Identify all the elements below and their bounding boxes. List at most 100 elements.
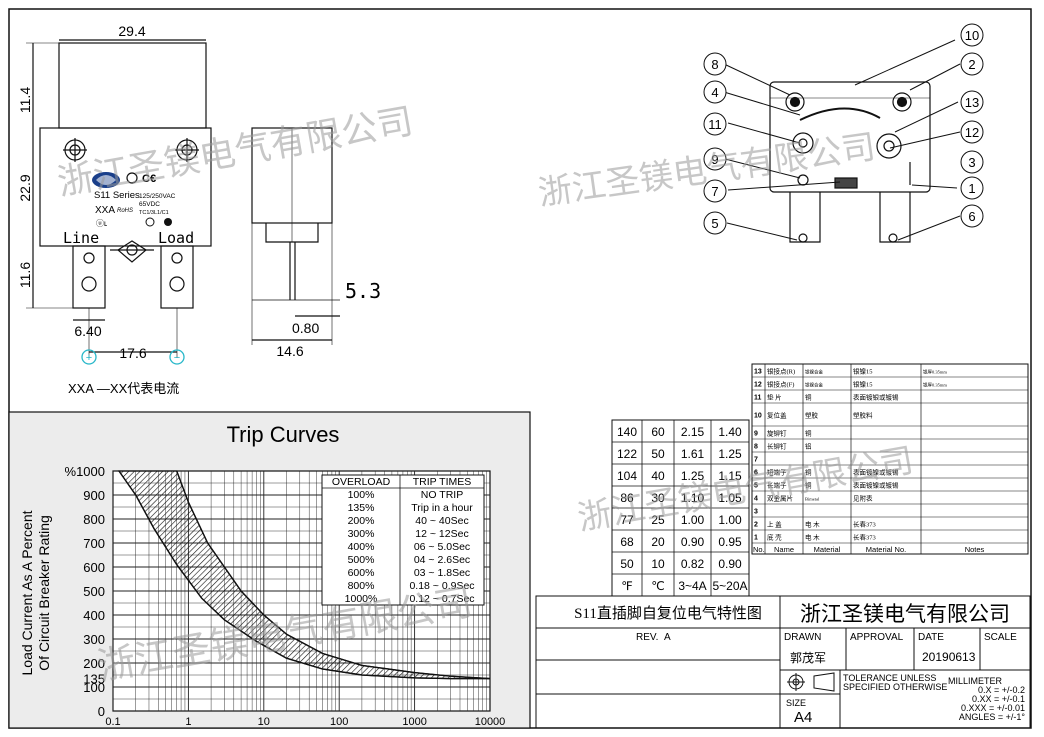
svg-text:7: 7	[711, 184, 718, 199]
x-tick-label: 1	[185, 716, 191, 728]
temp-table-cell: 60	[651, 425, 665, 439]
bom-cell: 旋铆钉	[767, 429, 787, 438]
temp-table-cell: 122	[617, 447, 637, 461]
table-cell: 500%	[348, 554, 375, 566]
callout-bubbles: 10 8 2 4 13 11 12 9 3 7 1 5 6	[703, 23, 984, 235]
bom-cell: 银镍合金	[805, 369, 823, 376]
side-view	[251, 127, 340, 345]
dim-top: 29.4	[118, 23, 145, 39]
ul-mark-icon: ⓤʟ	[96, 219, 107, 228]
vde-mark-icon	[164, 218, 172, 226]
temp-table-cell: 10	[651, 557, 665, 571]
x-tick-label: 10000	[475, 716, 506, 728]
svg-text:13: 13	[965, 95, 979, 110]
temp-table-cell: 140	[617, 425, 637, 439]
bom-header: Material	[814, 545, 841, 554]
temp-table-cell: 0.90	[718, 557, 742, 571]
series-label: S11 Series	[94, 190, 140, 201]
ccc-mark-icon	[126, 172, 138, 184]
rating-1: 125/250VAC	[139, 193, 176, 200]
svg-text:9: 9	[711, 152, 718, 167]
bom-header: Material No.	[866, 545, 906, 554]
rating-2: 65VDC	[139, 201, 160, 208]
y-tick-label: %1000	[65, 464, 105, 479]
y-tick-label: 200	[83, 656, 105, 671]
bom-cell: 10	[754, 413, 762, 420]
svg-text:浙江圣镁电气有限公司: 浙江圣镁电气有限公司	[536, 127, 878, 214]
table-frame	[321, 474, 485, 606]
title-block	[535, 595, 1031, 729]
bom-cell: 表面镀银或镀锡	[853, 393, 899, 402]
bom-cell: 铝	[805, 442, 812, 451]
temp-table-cell: 0.95	[718, 535, 742, 549]
temp-table-cell: 5~20A	[712, 579, 747, 593]
dim-left-3: 11.6	[17, 262, 33, 288]
date-label: DATE	[918, 632, 944, 643]
table-cell: 100%	[348, 489, 375, 501]
bom-cell: 铜	[805, 481, 812, 490]
table-cell: 0.18 ~ 0.9Sec	[409, 580, 474, 592]
temp-table-cell: 1.61	[681, 447, 705, 461]
tolerance-2: SPECIFIED OTHERWISE	[843, 682, 947, 692]
svg-text:11: 11	[708, 117, 722, 132]
table-cell: 200%	[348, 515, 375, 527]
table-header: TRIP TIMES	[413, 476, 472, 488]
svg-text:浙江圣镁电气有限公司: 浙江圣镁电气有限公司	[54, 101, 416, 204]
svg-text:6: 6	[968, 209, 975, 224]
svg-text:3: 3	[968, 155, 975, 170]
svg-text:10: 10	[965, 28, 979, 43]
y-tick-label: 900	[83, 488, 105, 503]
chart-title: Trip Curves	[227, 422, 340, 447]
bom-cell: 1	[754, 535, 758, 542]
trip-curve-line-0	[118, 470, 490, 680]
table-cell: 04 ~ 2.6Sec	[414, 554, 470, 566]
label-line: Line	[63, 229, 99, 247]
drawing-title: S11直插脚自复位电气特性图	[574, 604, 762, 622]
bom-cell: 银镍15	[853, 367, 873, 376]
rohs-badge: RoHS	[117, 208, 133, 214]
bom-cell: 底 壳	[767, 533, 782, 542]
bom-cell: 表面镀镍或镀锡	[853, 481, 899, 490]
temp-table-cell: 40	[651, 469, 665, 483]
dim-left-1: 11.4	[17, 87, 33, 113]
dim-14-6: 14.6	[276, 343, 303, 359]
chart-ylabel-1: Load Current As A Percent	[19, 510, 35, 675]
size-label: SIZE	[786, 698, 806, 708]
bom-cell: 长春373	[853, 520, 876, 529]
bom-cell: 银镍合金	[805, 382, 823, 389]
dim-left-2: 22.9	[17, 174, 33, 201]
temp-table-cell: 104	[617, 469, 637, 483]
bom-cell: 2	[754, 522, 758, 529]
exploded-view	[769, 81, 931, 243]
table-cell: 600%	[348, 567, 375, 579]
dim-pin-width: 6.40	[74, 323, 101, 339]
table-cell: 12 ~ 12Sec	[415, 528, 468, 540]
table-cell: 0.12 ~ 0.7Sec	[409, 593, 474, 605]
svg-text:2: 2	[968, 57, 975, 72]
label-load: Load	[158, 229, 194, 247]
temp-table-cell: 0.90	[681, 535, 705, 549]
bom-cell: 见附表	[853, 494, 873, 503]
minus-terminal-icon	[169, 349, 185, 365]
y-tick-label: 100	[83, 680, 105, 695]
svg-text:8: 8	[711, 57, 718, 72]
table-header: OVERLOAD	[332, 476, 391, 488]
y-tick-label: 700	[83, 536, 105, 551]
bom-cell: 长端子	[767, 481, 787, 490]
temp-table-cell: ℉	[621, 579, 632, 593]
table-cell: 40 ~ 40Sec	[415, 515, 468, 527]
temp-table-cell: 50	[651, 447, 665, 461]
y-tick-label: 400	[83, 608, 105, 623]
bom-cell: 上 盖	[767, 520, 782, 529]
bom-cell: 短端子	[767, 468, 787, 477]
bom-cell: 银镍15	[853, 380, 873, 389]
date-value: 20190613	[922, 650, 976, 664]
table-cell: 135%	[348, 502, 375, 514]
y-tick-label: 300	[83, 632, 105, 647]
bom-cell: 8	[754, 444, 758, 451]
company-name: 浙江圣镁电气有限公司	[800, 602, 1010, 626]
model-label: XXA	[95, 205, 115, 216]
drawn-value: 郭茂军	[790, 651, 826, 665]
bom-cell: 铜	[805, 393, 812, 402]
